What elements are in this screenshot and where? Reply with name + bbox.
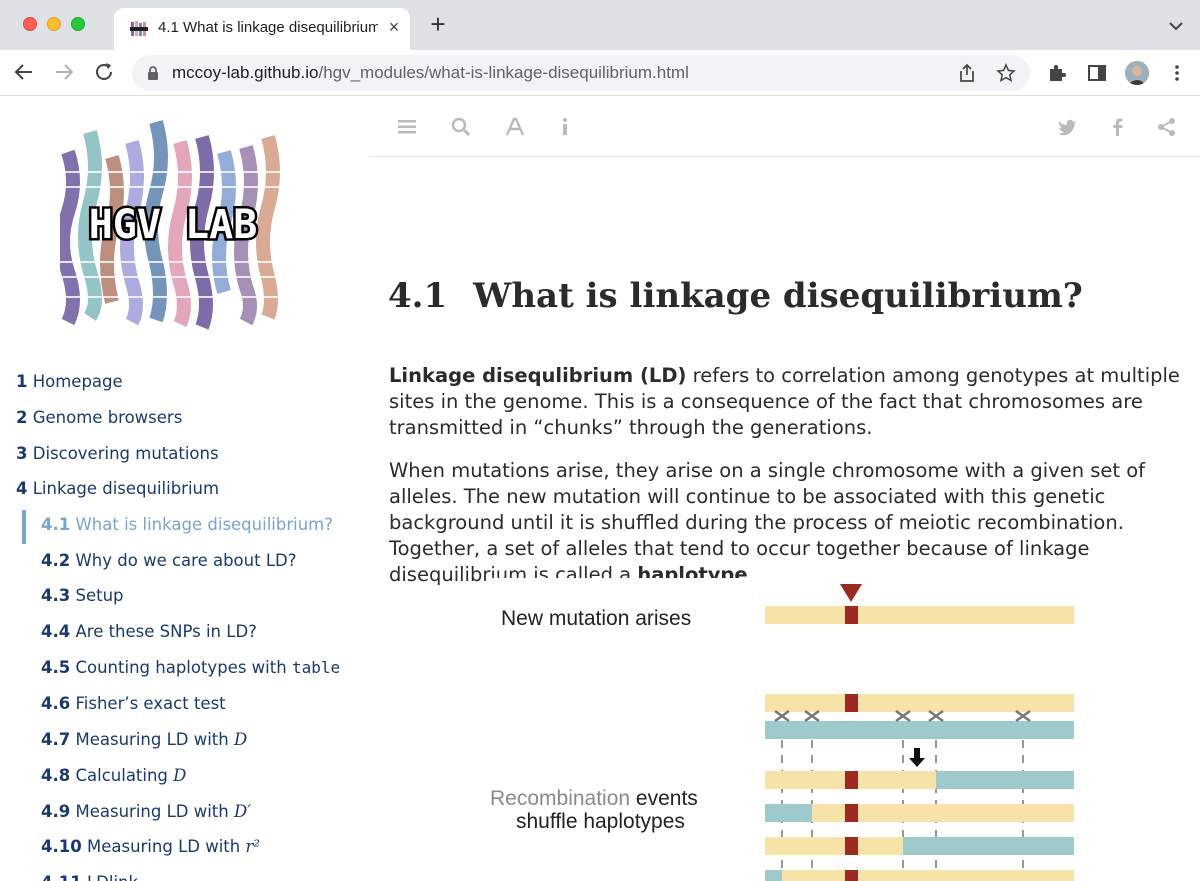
- toc-item-homepage[interactable]: 1 Homepage: [16, 372, 123, 391]
- address-bar[interactable]: mccoy-lab.github.io/hgv_modules/what-is-…: [132, 55, 1030, 91]
- toc-item-what-is-ld[interactable]: 4.1 What is linkage disequilibrium?: [41, 515, 333, 534]
- mutation-allele: [845, 771, 858, 789]
- chromosome-bar: [765, 606, 1074, 624]
- browser-tabstrip: 4.1 What is linkage disequilibrium? × +: [0, 0, 1200, 50]
- parent-chromosome-teal: [765, 721, 1074, 739]
- tab-title: 4.1 What is linkage disequilibrium?: [158, 19, 378, 36]
- mutation-allele: [845, 837, 858, 855]
- share-icon[interactable]: [1156, 116, 1178, 138]
- book-sidebar: HGV LAB 1 Homepage 2 Genome browsers 3 D…: [0, 96, 370, 881]
- twitter-icon[interactable]: [1056, 116, 1078, 138]
- figure-label-recombination: Recombination events: [490, 787, 698, 810]
- toc-item-setup[interactable]: 4.3 Setup: [41, 586, 124, 605]
- font-settings-icon[interactable]: [504, 116, 526, 138]
- window-close-button[interactable]: [23, 17, 37, 31]
- haplotype-segment: [936, 771, 1074, 789]
- haplotype-segment: [765, 804, 812, 822]
- parent-chromosome-yellow: [765, 694, 1074, 712]
- figure-label-shuffle: shuffle haplotypes: [516, 810, 685, 833]
- toc-item-measuring-d-prime[interactable]: 4.9 Measuring LD with D′: [41, 802, 251, 821]
- reload-icon[interactable]: [92, 60, 116, 84]
- tab-close-icon[interactable]: ×: [388, 17, 400, 37]
- toc-active-indicator: [22, 510, 26, 544]
- crossover-marks: [774, 709, 1031, 723]
- url-text[interactable]: mccoy-lab.github.io/hgv_modules/what-is-…: [172, 63, 689, 82]
- mutation-allele: [845, 606, 858, 624]
- mutation-allele: [845, 804, 858, 822]
- recombination-figure: New mutation arises Recombination events…: [488, 578, 1088, 881]
- side-panel-icon[interactable]: [1086, 62, 1108, 84]
- haplotype-segment: [765, 870, 782, 881]
- hgv-favicon-icon: [130, 21, 148, 36]
- forward-arrow-icon[interactable]: [52, 60, 76, 84]
- mutation-allele: [845, 694, 858, 712]
- toc-item-snps-in-ld[interactable]: 4.4 Are these SNPs in LD?: [41, 622, 257, 641]
- toc-item-ldlink[interactable]: 4.11 LDlink: [41, 873, 138, 881]
- logo-text: HGV LAB: [89, 202, 258, 248]
- extensions-puzzle-icon[interactable]: [1046, 62, 1068, 84]
- hgv-lab-logo: HGV LAB: [60, 120, 286, 330]
- down-arrow-icon: [909, 748, 925, 767]
- toc-item-measuring-d[interactable]: 4.7 Measuring LD with D: [41, 730, 248, 749]
- window-minimize-button[interactable]: [47, 17, 61, 31]
- toc-item-why-care[interactable]: 4.2 Why do we care about LD?: [41, 551, 297, 570]
- profile-photo-icon: [1125, 61, 1149, 85]
- toc-item-measuring-r2[interactable]: 4.10 Measuring LD with r²: [41, 837, 260, 856]
- toc-item-fishers-test[interactable]: 4.6 Fisher’s exact test: [41, 694, 226, 713]
- window-zoom-button[interactable]: [71, 17, 85, 31]
- new-tab-button[interactable]: +: [430, 9, 446, 39]
- info-icon[interactable]: [554, 116, 576, 138]
- mutation-marker-triangle: [840, 584, 862, 602]
- figure-label-new-mutation: New mutation arises: [501, 607, 691, 630]
- intro-paragraph: Linkage disequlibrium (LD) refers to cor…: [389, 364, 1180, 439]
- haplotype-segment: [812, 804, 1074, 822]
- mutation-paragraph: When mutations arise, they arise on a si…: [389, 459, 1146, 586]
- toc-item-genome-browsers[interactable]: 2 Genome browsers: [16, 408, 183, 427]
- toc-item-counting-haplotypes[interactable]: 4.5 Counting haplotypes with table: [41, 658, 341, 677]
- bookmark-star-icon[interactable]: [996, 63, 1016, 83]
- toc-item-calculating-d[interactable]: 4.8 Calculating D: [41, 766, 187, 785]
- back-arrow-icon[interactable]: [12, 60, 36, 84]
- haplotype-segment: [782, 870, 1074, 881]
- lock-icon[interactable]: [146, 65, 160, 81]
- toggle-sidebar-icon[interactable]: [396, 116, 418, 138]
- haplotype-segment: [765, 837, 903, 855]
- more-menu-icon[interactable]: [1166, 62, 1188, 84]
- search-icon[interactable]: [450, 116, 472, 138]
- facebook-icon[interactable]: [1107, 116, 1129, 138]
- haplotype-segment: [903, 837, 1074, 855]
- mutation-allele: [845, 870, 858, 881]
- browser-tab-active[interactable]: 4.1 What is linkage disequilibrium? ×: [114, 8, 410, 50]
- share-icon[interactable]: [957, 63, 977, 83]
- book-toolbar: [370, 96, 1200, 157]
- chevron-down-icon[interactable]: [1166, 16, 1186, 36]
- toc-item-discovering-mutations[interactable]: 3 Discovering mutations: [16, 444, 219, 463]
- toc-item-linkage-disequilibrium[interactable]: 4 Linkage disequilibrium: [16, 479, 220, 498]
- browser-toolbar: mccoy-lab.github.io/hgv_modules/what-is-…: [0, 50, 1200, 96]
- profile-avatar[interactable]: [1125, 61, 1149, 85]
